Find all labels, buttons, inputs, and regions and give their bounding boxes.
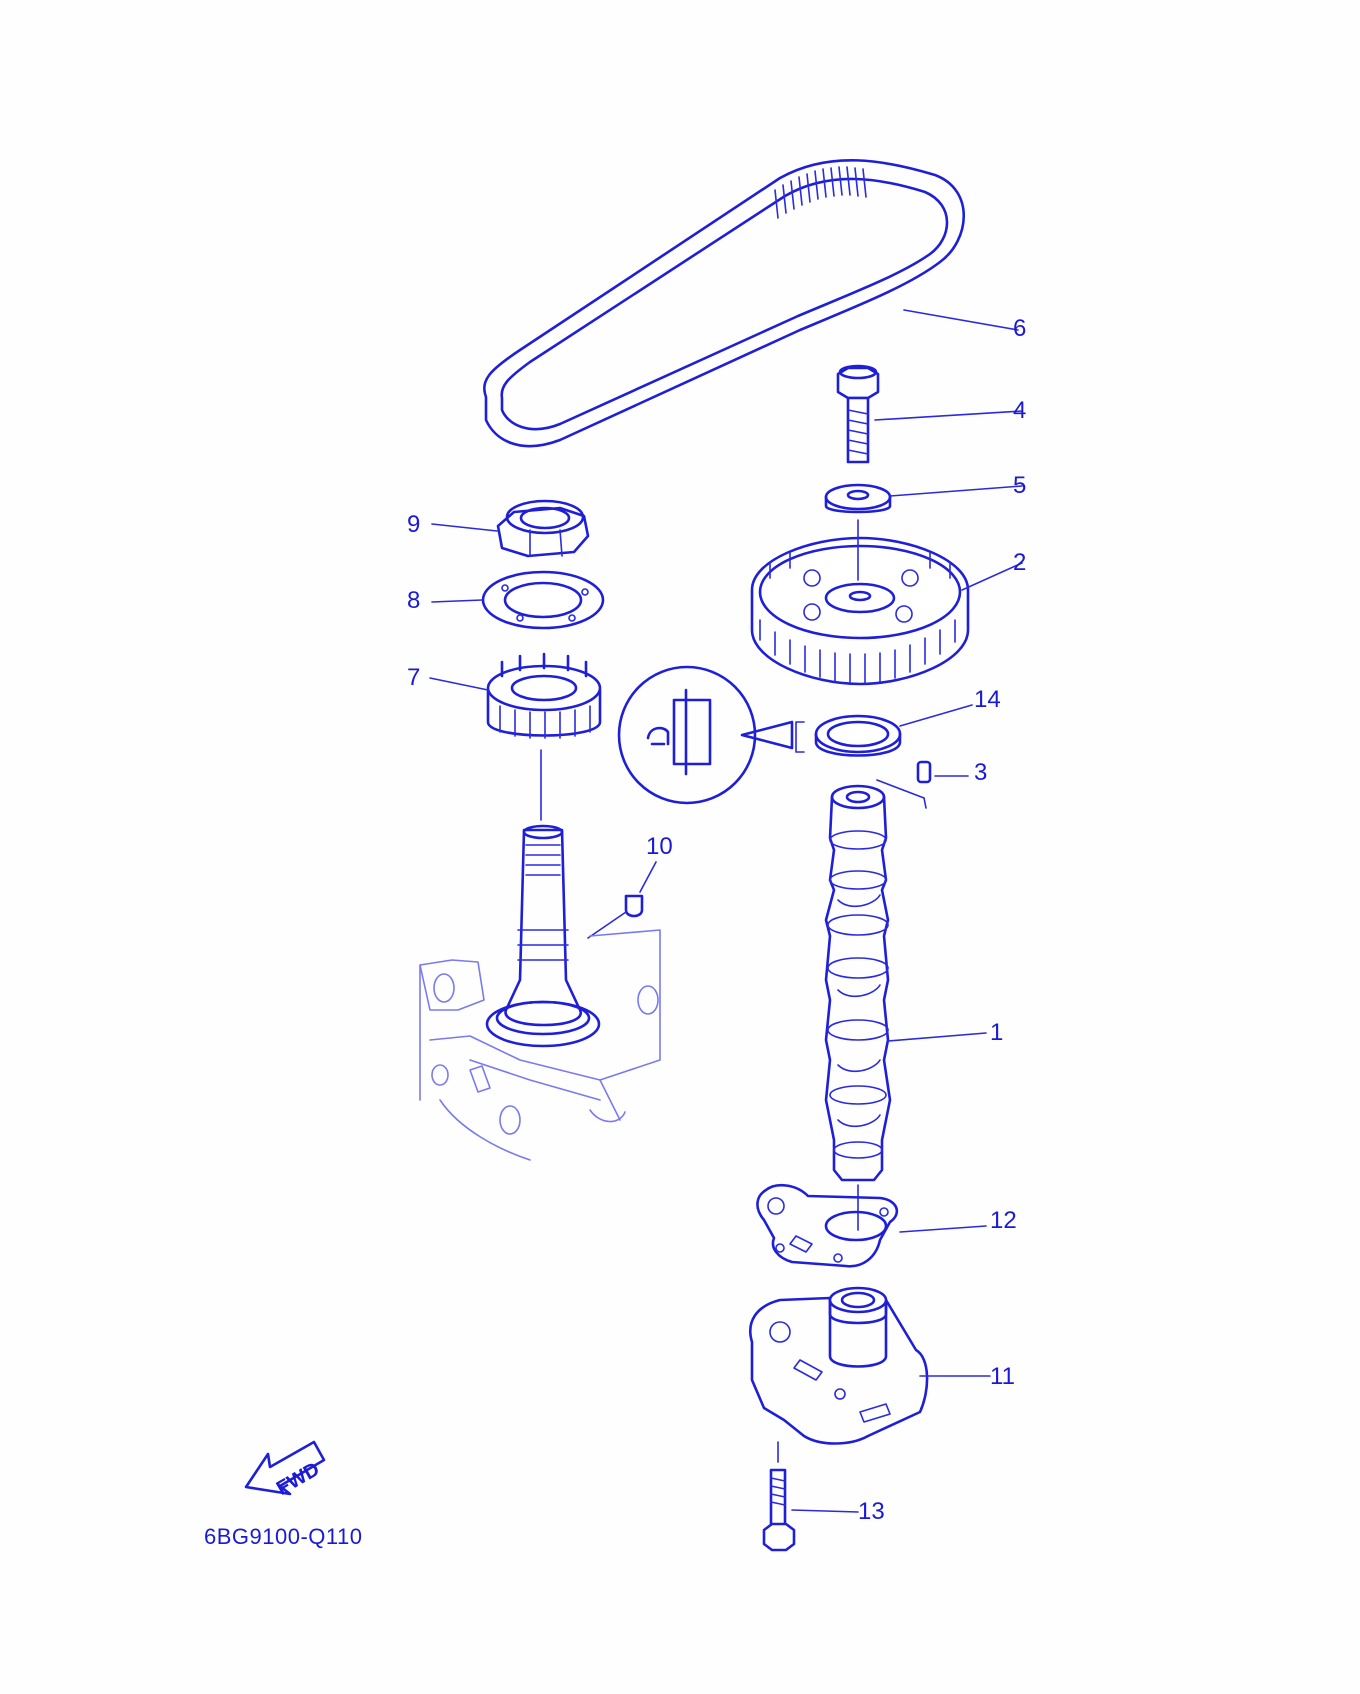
oil-pump-part <box>749 1286 991 1463</box>
callout-6: 6 <box>1013 315 1027 342</box>
forward-direction-arrow: FWD <box>244 1440 326 1500</box>
diagram-code: 6BG9100-Q110 <box>204 1524 363 1549</box>
timing-belt-part <box>483 158 1019 448</box>
crankshaft-sprocket-part <box>429 652 602 821</box>
callout-3: 3 <box>974 759 988 786</box>
callout-11: 11 <box>990 1363 1015 1390</box>
crankshaft-nut-part <box>431 499 590 558</box>
callout-14: 14 <box>974 686 1001 713</box>
crankshaft-reference-drawing <box>419 824 661 1161</box>
callout-5: 5 <box>1013 472 1027 499</box>
callout-13: 13 <box>858 1498 885 1525</box>
callout-4: 4 <box>1013 397 1027 424</box>
callout-7: 7 <box>407 664 421 691</box>
callout-10: 10 <box>646 833 673 860</box>
camshaft-bolt-part <box>836 364 1023 464</box>
camshaft-pulley-part <box>750 519 1023 686</box>
callout-9: 9 <box>407 511 421 538</box>
callout-2: 2 <box>1013 549 1027 576</box>
callout-8: 8 <box>407 587 421 614</box>
woodruff-key-part <box>587 861 657 939</box>
crankshaft-plate-part <box>431 570 605 630</box>
callout-1: 1 <box>990 1019 1004 1046</box>
oil-seal-part <box>795 704 973 757</box>
washer-part <box>824 483 1023 514</box>
oil-pump-gasket-part <box>756 1183 987 1268</box>
oil-pump-bolt-part <box>762 1468 859 1552</box>
camshaft-part <box>824 784 987 1231</box>
seal-orientation-detail <box>617 665 794 805</box>
callout-12: 12 <box>990 1207 1017 1234</box>
dowel-pin-part <box>876 760 969 809</box>
